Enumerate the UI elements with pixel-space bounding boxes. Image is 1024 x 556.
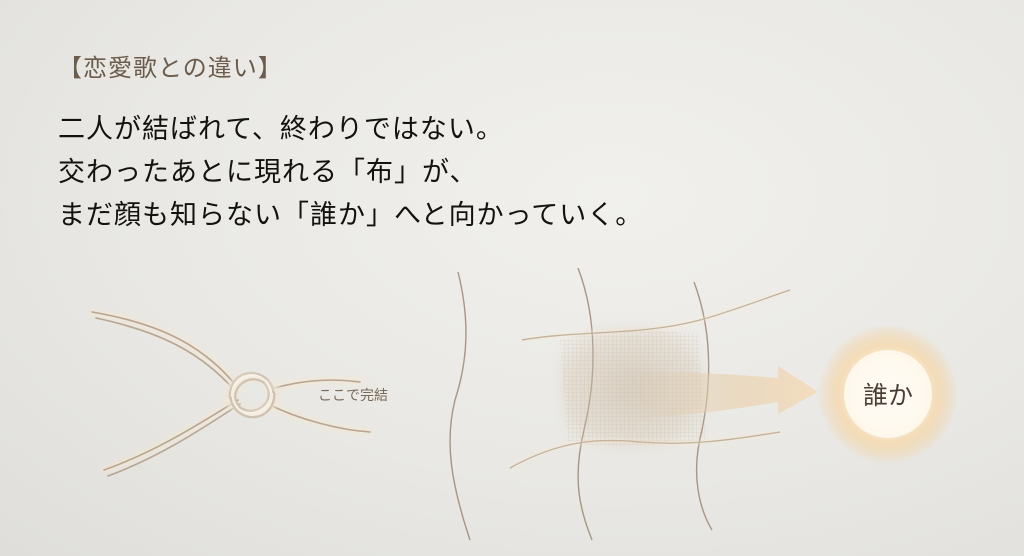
woven-cloth — [509, 288, 791, 470]
section-heading: 【恋愛歌との違い】 — [58, 54, 283, 82]
knot-icon — [222, 371, 282, 419]
body-text: 二人が結ばれて、終わりではない。 交わったあとに現れる「布」が、 まだ顔も知らな… — [58, 108, 643, 237]
body-line-2: 交わったあとに現れる「布」が、 — [58, 157, 478, 188]
knot-label: ここで完結 — [318, 388, 388, 404]
body-line-3: まだ顔も知らない「誰か」へと向かっていく。 — [58, 200, 644, 231]
arrow-icon — [640, 366, 818, 418]
knot-threads — [89, 309, 373, 477]
target-circle — [818, 324, 958, 464]
target-label: 誰か — [863, 381, 913, 410]
body-line-1: 二人が結ばれて、終わりではない。 — [58, 114, 504, 145]
